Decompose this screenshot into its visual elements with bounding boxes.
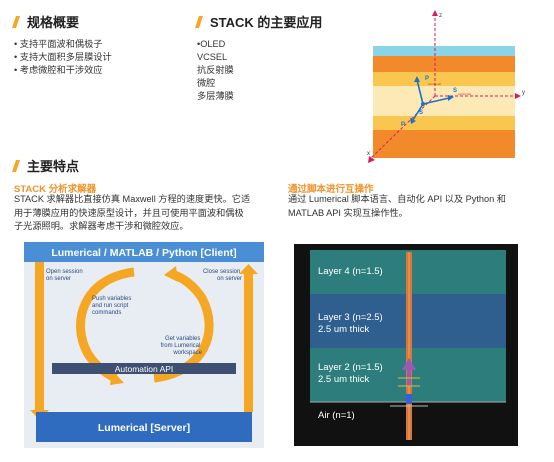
p-vector — [416, 79, 424, 105]
solver-line: STACK 求解器比直接仿真 Maxwell 方程的速度更快。它适 — [14, 194, 251, 204]
layer-3-thickness: 2.5 um thick — [318, 324, 369, 335]
scripting-description: 通过 Lumerical 脚本语言、自动化 API 以及 Python 和 MA… — [288, 193, 546, 220]
client-bar — [24, 242, 264, 262]
source-arrow-icon — [402, 358, 416, 370]
list-item: 支持平面波和偶极子 — [14, 38, 112, 51]
x-axis-label: x — [367, 151, 370, 157]
get-arrow-icon — [164, 266, 178, 282]
s-label-lower: S — [419, 110, 423, 116]
left-arrow-shaft — [35, 262, 44, 412]
source-point — [421, 102, 425, 106]
get-vars-line: workspace — [172, 350, 202, 356]
scripting-line: 通过 Lumerical 脚本语言、自动化 API 以及 Python 和 — [288, 194, 506, 204]
list-item: 多层薄膜 — [197, 91, 234, 101]
stack-diagram: z y x P horizontal S horizontal S P — [367, 10, 525, 163]
list-item: VCSEL — [197, 52, 228, 62]
specs-title: 规格概要 — [27, 15, 80, 30]
scripting-line: MATLAB API 实现互操作性。 — [288, 207, 408, 218]
air-label: Air (n=1) — [318, 410, 355, 421]
k-vector — [412, 103, 424, 121]
list-item: •OLED — [197, 39, 226, 49]
features-heading: 主要特点 — [12, 156, 80, 175]
layer-2-thickness: 2.5 um thick — [318, 374, 369, 385]
layer-simulation-diagram: Layer 4 (n=1.5) Layer 3 (n=2.5) 2.5 um t… — [294, 244, 518, 446]
list-item: 支持大面积多层膜设计 — [14, 51, 112, 64]
s-sublabel: horizontal — [458, 92, 471, 96]
open-session-line: on server — [46, 276, 71, 282]
p-label-lower: P — [401, 122, 405, 128]
list-item: 微腔 — [197, 78, 216, 88]
close-session-arrow-icon — [239, 264, 258, 274]
s-arrow-icon — [448, 95, 454, 101]
list-item: 抗反射膜 — [197, 65, 234, 75]
heading-slash-icon — [12, 15, 20, 28]
automation-api-label: Automation API — [115, 364, 174, 374]
open-session-label: Open session on server — [46, 269, 84, 282]
list-item: 考虑微腔和干涉效应 — [14, 64, 112, 77]
push-vars-line: commands — [92, 310, 121, 316]
push-vars-line: and run script — [92, 303, 129, 309]
stack-layer — [373, 86, 515, 116]
heading-slash-icon — [12, 159, 20, 172]
applications-heading: STACK 的主要应用 — [195, 12, 323, 31]
server-label: Lumerical [Server] — [98, 422, 190, 434]
layer-4-label: Layer 4 (n=1.5) — [318, 266, 383, 277]
get-vars-line: from Lumerical — [161, 343, 201, 349]
push-vars-line: Push variables — [92, 296, 131, 302]
p-sublabel: horizontal — [428, 82, 441, 86]
s-label: S — [453, 88, 457, 94]
close-session-line: on server — [217, 276, 242, 282]
applications-list: •OLED VCSEL 抗反射膜 微腔 多层薄膜 — [197, 38, 234, 103]
solver-description: STACK 求解器比直接仿真 Maxwell 方程的速度更快。它适 用于薄膜应用… — [14, 193, 276, 234]
get-vars-line: Get variables — [165, 336, 200, 342]
open-session-line: Open session — [46, 269, 83, 275]
stack-layer — [373, 116, 515, 130]
scripting-subtitle: 通过脚本进行互操作 — [288, 184, 374, 195]
push-vars-label: Push variables and run script commands — [92, 296, 133, 316]
solver-line: 子光源照明。求解器考虑干涉和微腔效应。 — [14, 221, 189, 231]
p-arrow-icon — [414, 76, 420, 82]
solver-line: 用于薄膜应用的快速原型设计，并且可使用平面波和偶极 — [14, 207, 244, 218]
automation-api-diagram: Lumerical / MATLAB / Python [Client] Ope… — [24, 242, 264, 448]
stack-layer — [373, 130, 515, 158]
y-axis-label: y — [522, 90, 525, 96]
right-arrow-shaft — [244, 272, 253, 412]
get-vars-label: Get variables from Lumerical workspace — [161, 336, 203, 356]
y-axis-arrow-icon — [515, 93, 521, 99]
stack-layer — [373, 56, 515, 72]
close-session-label: Close session on server — [203, 269, 242, 282]
features-title: 主要特点 — [27, 159, 80, 174]
close-session-line: Close session — [203, 269, 240, 275]
specs-heading: 规格概要 — [12, 12, 80, 31]
s-vector — [422, 97, 450, 105]
stack-layer-top — [373, 46, 515, 56]
heading-slash-icon — [195, 15, 203, 28]
layer-2-label: Layer 2 (n=1.5) — [318, 362, 383, 373]
dipole-marker — [406, 394, 412, 404]
client-label: Lumerical / MATLAB / Python [Client] — [51, 247, 236, 259]
x-axis-arrow-icon — [368, 156, 375, 163]
specs-list: 支持平面波和偶极子 支持大面积多层膜设计 考虑微腔和干涉效应 — [14, 38, 112, 77]
applications-title: STACK 的主要应用 — [210, 15, 323, 30]
p-label: P — [425, 76, 429, 82]
automation-api-bar — [52, 363, 236, 374]
solver-subtitle: STACK 分析求解器 — [14, 184, 97, 195]
k-arrow-icon — [410, 118, 416, 124]
z-axis-label: z — [439, 13, 442, 19]
z-axis-arrow-icon — [432, 10, 438, 16]
stack-layer — [373, 72, 515, 86]
server-bar — [36, 412, 252, 442]
layer-3-label: Layer 3 (n=2.5) — [318, 312, 383, 323]
